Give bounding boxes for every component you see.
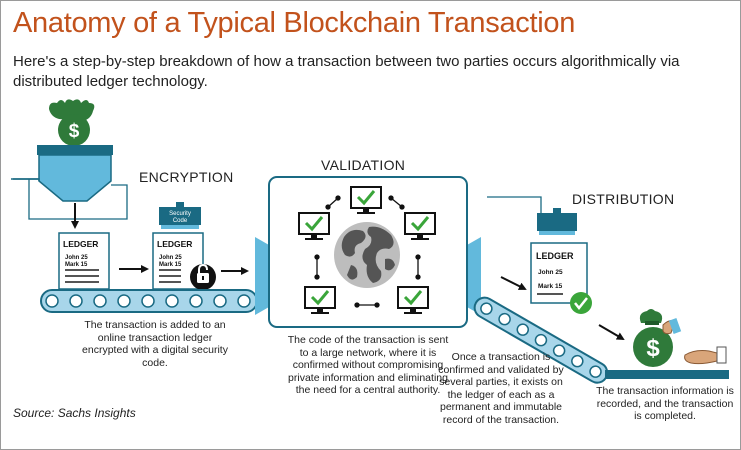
padlock-icon	[190, 263, 216, 290]
ledger-1-line2: Mark 15	[65, 262, 88, 268]
distribution-stamp-icon	[537, 208, 577, 235]
check-icon	[570, 292, 592, 314]
stage-validation-label: VALIDATION	[321, 157, 406, 173]
ledger-3-heading: LEDGER	[536, 251, 574, 261]
ledger-document-1	[58, 232, 110, 290]
dollar-bag-icon: $	[49, 99, 95, 146]
chamber-right-flap	[467, 237, 481, 315]
stamp-line1: Security	[169, 211, 191, 217]
ledger-2-line1: John 25	[159, 255, 182, 261]
caption-completion: The transaction information is recorded,…	[596, 385, 734, 422]
ledger-1-heading: LEDGER	[63, 239, 98, 249]
caption-encryption: The transaction is added to an online tr…	[82, 319, 228, 369]
network-links	[314, 195, 421, 308]
source-credit: Source: Sachs Insights	[13, 406, 136, 420]
stage-encryption-label: ENCRYPTION	[139, 169, 234, 185]
chamber-left-flap	[255, 237, 269, 315]
monitor-upper-left	[298, 212, 330, 240]
conveyor-belt-2	[473, 296, 609, 384]
svg-text:$: $	[69, 121, 80, 142]
monitor-top	[350, 186, 382, 214]
stage-distribution-label: DISTRIBUTION	[572, 191, 675, 207]
monitor-lower-left	[304, 286, 336, 314]
funnel-icon	[11, 145, 113, 202]
ledger-3-line1: John 25	[538, 269, 563, 276]
ledger-1-line1: John 25	[65, 255, 88, 261]
ledger-2-heading: LEDGER	[157, 239, 192, 249]
monitor-lower-right	[397, 286, 429, 314]
arrow-right-icon	[598, 324, 625, 341]
ledger-2-line2: Mark 15	[159, 262, 182, 268]
caption-distribution: Once a transaction is confirmed and vali…	[438, 351, 564, 426]
distribution-pipe	[487, 196, 542, 213]
caption-validation: The code of the transaction is sent to a…	[287, 334, 449, 396]
hand-icon	[684, 346, 727, 365]
arrow-right-icon	[500, 276, 527, 290]
completion-platform	[605, 370, 729, 379]
stamp-line2: Code	[173, 218, 188, 224]
final-dollar-bag-icon: $	[633, 309, 673, 367]
conveyor-belt-1	[40, 289, 258, 313]
globe-icon	[334, 222, 400, 288]
ledger-3-line2: Mark 15	[538, 283, 563, 290]
page-title: Anatomy of a Typical Blockchain Transact…	[13, 7, 576, 39]
security-stamp-icon	[159, 202, 201, 229]
pipe-line	[28, 179, 128, 220]
svg-text:$: $	[646, 335, 660, 362]
monitor-upper-right	[404, 212, 436, 240]
page-subtitle: Here's a step-by-step breakdown of how a…	[13, 53, 680, 90]
giving-hand-icon	[662, 318, 682, 335]
